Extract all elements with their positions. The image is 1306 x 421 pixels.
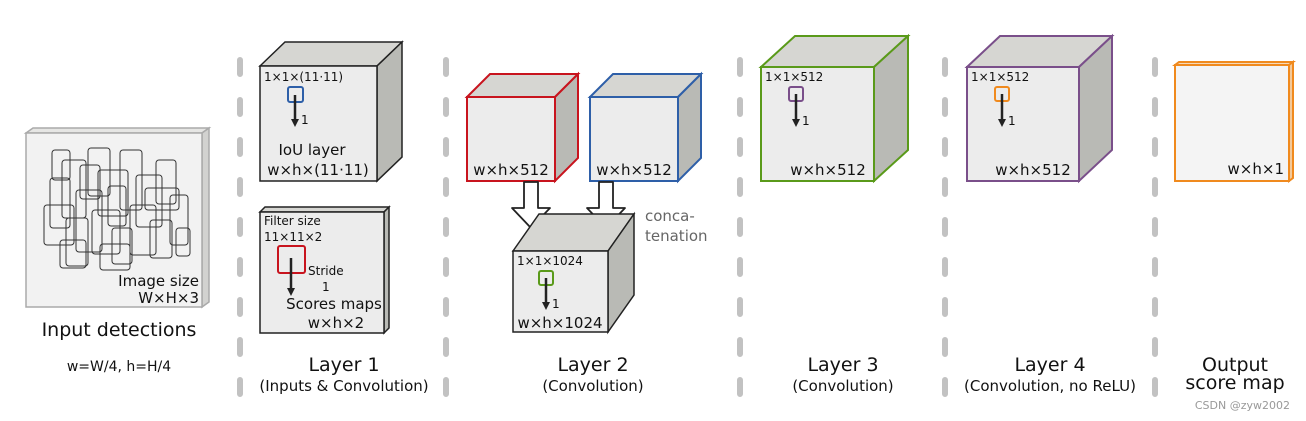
filter-size-label: Filter size [264,214,321,228]
merged-stride: 1 [552,297,560,311]
scores-layer-cube: Filter size 11×11×2 Stride 1 Scores maps… [258,205,391,335]
layer1-subtitle: (Inputs & Convolution) [259,377,428,395]
input-image-side [201,126,210,309]
layer4-filter-size: 1×1×512 [971,70,1029,84]
blue-cube-dims: w×h×512 [596,161,672,179]
layer3-title: Layer 3 [807,354,878,376]
layer4-cube-face [966,66,1080,182]
layer2-blue-cube: w×h×512 [587,71,704,184]
output-title-line1: Output [1202,354,1268,376]
input-image-face [25,132,203,308]
merged-cube-face [512,250,609,333]
layer4-subtitle: (Convolution, no ReLU) [964,377,1136,395]
output-dims: w×h×1 [1228,160,1284,178]
merged-filter-size: 1×1×1024 [517,254,583,268]
iou-stride: 1 [301,113,309,127]
layer4-cube: 1×1×512 1 w×h×512 [964,33,1115,184]
iou-layer-cube: 1×1×(11·11) 1 IoU layer w×h×(11·11) [258,40,404,183]
layer4-dims: w×h×512 [995,161,1071,179]
input-scale-note: w=W/4, h=H/4 [67,359,171,375]
red-cube-face [466,96,556,182]
layer4-title: Layer 4 [1014,354,1085,376]
layer3-cube: 1×1×512 1 w×h×512 [758,33,911,184]
layer2-title: Layer 2 [557,354,628,376]
layer3-cube-face [760,66,875,182]
layer3-filter-size: 1×1×512 [765,70,823,84]
iou-cube-face [259,65,378,182]
concatenation-label-1: conca- [645,207,695,225]
layer2-red-cube: w×h×512 [464,71,581,184]
iou-layer-dims: w×h×(11·11) [267,161,369,179]
image-size-label: Image size [118,272,199,290]
layer1-title: Layer 1 [308,354,379,376]
stride-value: 1 [322,280,330,294]
detection-boxes [43,147,191,271]
iou-filter-size: 1×1×(11·11) [264,70,343,84]
stride-label: Stride [308,264,344,278]
output-score-map: w×h×1 [1172,60,1296,183]
scores-maps-dims: w×h×2 [308,314,364,332]
layer3-dims: w×h×512 [790,161,866,179]
separators [237,57,1158,403]
filter-size-dims: 11×11×2 [264,230,322,244]
input-detections-title: Input detections [42,319,197,341]
watermark: CSDN @zyw2002 [1195,399,1290,412]
image-size-dims: W×H×3 [138,289,199,307]
layer3-subtitle: (Convolution) [792,377,893,395]
input-image: Image size W×H×3 [23,126,212,309]
iou-cube-side [376,40,403,183]
layer4-stride: 1 [1008,114,1016,128]
concatenation-label-2: tenation [645,227,708,245]
layer2-merged-cube: 1×1×1024 1 w×h×1024 [511,211,636,335]
blue-cube-face [589,96,679,182]
iou-layer-name: IoU layer [279,141,347,159]
layer3-stride: 1 [802,114,810,128]
output-map-face [1174,64,1290,182]
red-cube-dims: w×h×512 [473,161,549,179]
merged-cube-dims: w×h×1024 [517,314,602,332]
output-title-line2: score map [1185,372,1284,394]
scores-maps-name: Scores maps [286,295,382,313]
layer2-subtitle: (Convolution) [542,377,643,395]
